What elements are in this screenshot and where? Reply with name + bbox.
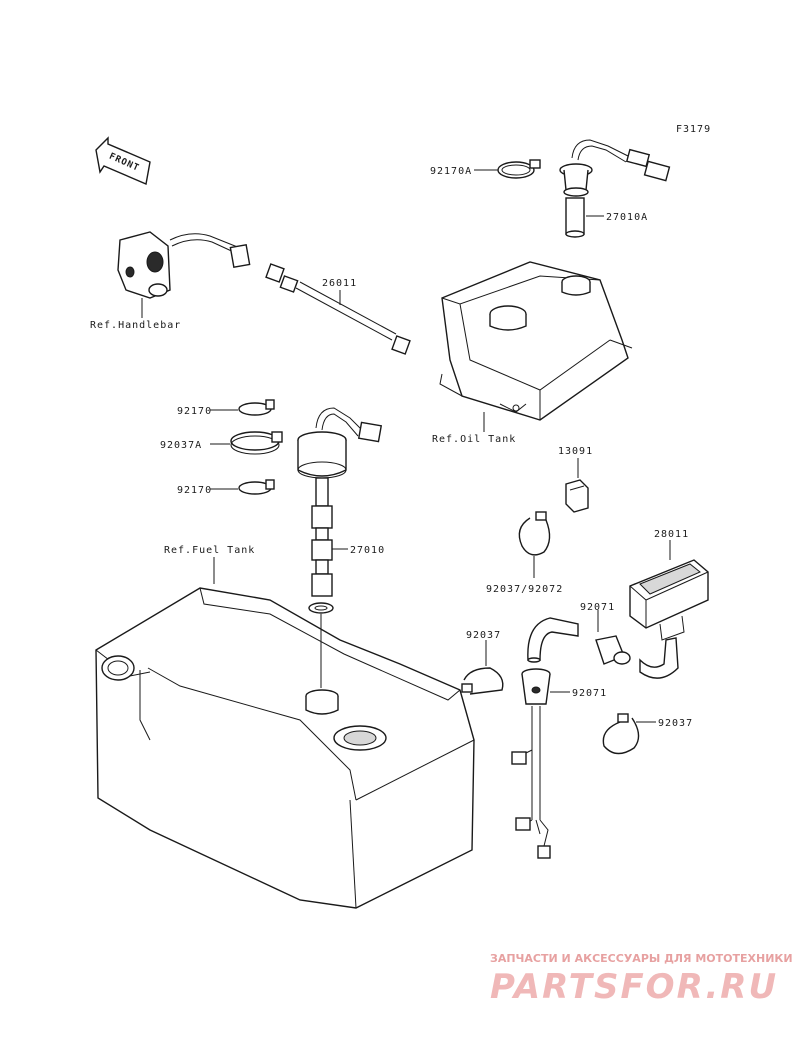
clamp-92170-bottom: [238, 479, 275, 495]
clamp-92170-top: [238, 399, 275, 416]
label-92037-right: 92037: [658, 718, 693, 729]
label-13091: 13091: [558, 446, 593, 457]
label-28011: 28011: [654, 529, 689, 540]
label-ref-handlebar: Ref.Handlebar: [90, 320, 181, 331]
label-92170-top: 92170: [177, 406, 212, 417]
fuel-level-sensor: [297, 407, 383, 614]
band-92037-right: [602, 713, 640, 755]
handlebar-switch: [117, 231, 251, 299]
label-92170-bottom: 92170: [177, 485, 212, 496]
label-ref-oil-tank: Ref.Oil Tank: [432, 434, 516, 445]
label-27010: 27010: [350, 545, 385, 556]
label-92071-top: 92071: [580, 602, 615, 613]
watermark-tagline: ЗАПЧАСТИ И АКСЕССУАРЫ ДЛЯ МОТОТЕХНИКИ: [490, 952, 793, 965]
wire-harness: [511, 706, 551, 859]
harness-26011: [265, 263, 411, 355]
front-arrow-icon: FRONT: [95, 136, 151, 185]
oil-level-sensor: [559, 139, 671, 238]
clamp-92037A: [230, 431, 283, 455]
band-92037-left: [461, 667, 504, 695]
watermark: ЗАПЧАСТИ И АКСЕССУАРЫ ДЛЯ МОТОТЕХНИКИ PA…: [490, 952, 793, 1007]
oil-tank: [439, 261, 633, 421]
bracket-13091: [565, 479, 589, 513]
label-26011: 26011: [322, 278, 357, 289]
watermark-brand: PARTSFOR.RU: [490, 967, 778, 1007]
label-92071-mid: 92071: [572, 688, 607, 699]
clamp-92170A: [497, 159, 541, 179]
figure-code: F3179: [676, 124, 711, 135]
fuel-tank: [95, 587, 475, 909]
label-92037-left: 92037: [466, 630, 501, 641]
label-ref-fuel-tank: Ref.Fuel Tank: [164, 545, 255, 556]
grommet-92071: [521, 668, 551, 705]
band-92037-92072: [518, 511, 551, 556]
hose-assembly: [527, 617, 679, 679]
label-27010A: 27010A: [606, 212, 648, 223]
meter-28011: [629, 559, 709, 641]
label-92037A: 92037A: [160, 440, 202, 451]
label-92037-92072: 92037/92072: [486, 584, 563, 595]
label-92170A: 92170A: [430, 166, 472, 177]
